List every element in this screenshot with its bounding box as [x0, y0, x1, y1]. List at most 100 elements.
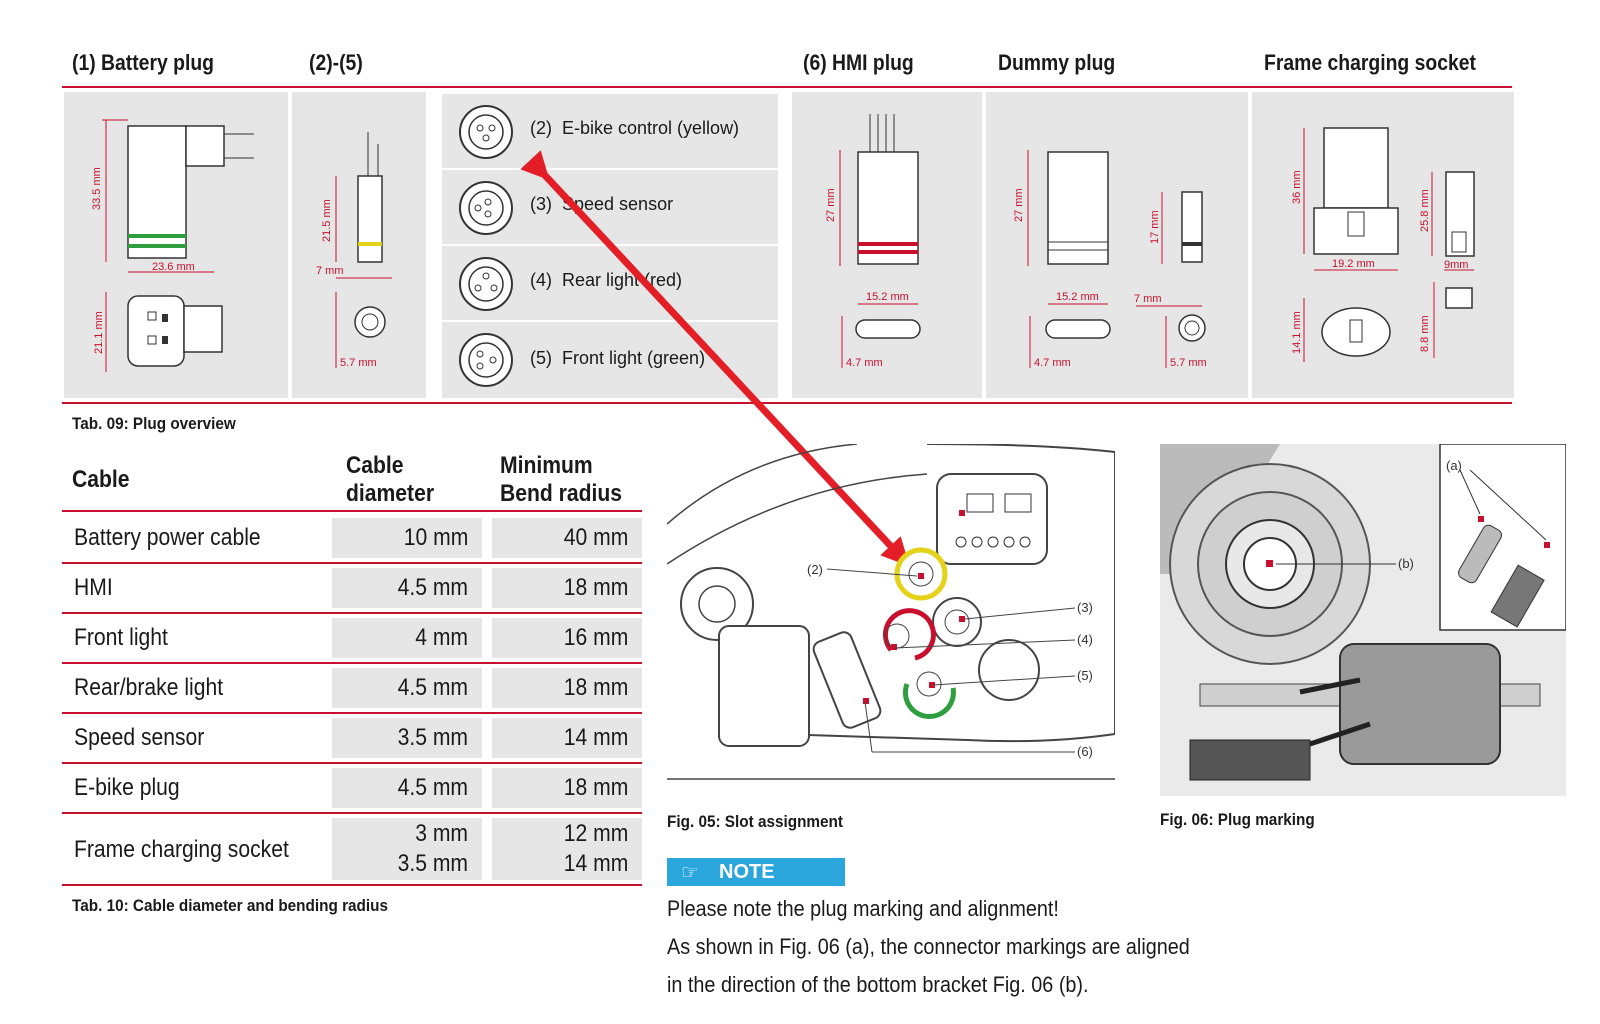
dim-plug-length: 21.5 mm [321, 199, 333, 242]
fig05-callout-2: (2) [807, 562, 823, 577]
dim-frame-pin-length: 25.8 mm [1419, 189, 1431, 232]
fig05-callout-4: (4) [1077, 632, 1093, 647]
dim-dummy-5-7mm: 5.7 mm [1170, 357, 1207, 369]
fig05-slot-assignment: (2) (3) (4) (5) (6) [666, 443, 1116, 794]
dim-dummy-pin-length: 17 mm [1149, 210, 1161, 244]
cable-name: Speed sensor [74, 724, 205, 751]
dim-battery-plug-height: 21.1 mm [93, 311, 105, 354]
dim-frame-width: 19.2 mm [1332, 258, 1375, 270]
cable-table-header-diameter-line2: diameter [346, 480, 435, 507]
dim-battery-height: 33.5 mm [91, 167, 103, 210]
cable-diameter: 4.5 mm [397, 774, 468, 801]
fig06-caption: Fig. 06: Plug marking [1160, 810, 1315, 829]
cable-name: Battery power cable [74, 524, 261, 551]
bend-cell: 18 mm [492, 768, 642, 808]
plug-side-drawing: 21.5 mm 7 mm 5.7 mm [316, 132, 392, 369]
plug-row-2-num: (2) [530, 118, 552, 138]
note-line-2: As shown in Fig. 06 (a), the connector m… [667, 934, 1190, 959]
diameter-cell: 4.5 mm [332, 568, 482, 608]
cable-bend-radius: 14 mm [563, 724, 628, 751]
table-row: Speed sensor 3.5 mm 14 mm [62, 714, 642, 764]
note-label: NOTE [719, 861, 775, 883]
cable-diameter: 3.5 mm [397, 724, 468, 751]
dim-plug-7mm: 7 mm [316, 265, 344, 277]
battery-plug-panel: 33.5 mm 23.6 mm 21.1 mm [62, 92, 288, 398]
cable-table-header-diameter: Cable diameter [346, 452, 434, 508]
header-dummy-plug: Dummy plug [998, 50, 1116, 75]
cable-name: Frame charging socket [74, 836, 289, 863]
dim-dummy-width: 15.2 mm [1056, 291, 1099, 303]
note-line-3: in the direction of the bottom bracket F… [667, 972, 1089, 997]
note-badge: ☞ NOTE [667, 858, 845, 886]
dim-dummy-height: 27 mm [1013, 188, 1025, 222]
cable-diameter: 4 mm [415, 624, 468, 651]
cable-table-header-diameter-line1: Cable [346, 452, 404, 479]
hand-pointer-icon: ☞ [681, 862, 699, 884]
dim-battery-width: 23.6 mm [152, 261, 195, 273]
frame-socket-panel: 36 mm 19.2 mm 14.1 mm 25.8 mm 9mm 8.8 mm [1250, 92, 1514, 398]
dim-plug-5-7mm: 5.7 mm [340, 357, 377, 369]
dim-dummy-thickness: 4.7 mm [1034, 357, 1071, 369]
bend-cell: 18 mm [492, 568, 642, 608]
fig06-callout-b: (b) [1398, 556, 1414, 571]
dim-frame-8-8mm: 8.8 mm [1419, 315, 1431, 352]
tab10-caption: Tab. 10: Cable diameter and bending radi… [72, 896, 388, 915]
table-row: Rear/brake light 4.5 mm 18 mm [62, 664, 642, 714]
cable-diameter: 4.5 mm [397, 674, 468, 701]
cable-bend-radius: 18 mm [563, 674, 628, 701]
cable-name: E-bike plug [74, 774, 180, 801]
bend-cell: 40 mm [492, 518, 642, 558]
dim-frame-9mm: 9mm [1444, 259, 1468, 271]
plug-side-panel: 21.5 mm 7 mm 5.7 mm [290, 92, 426, 398]
fig06-plug-marking: (b) (a) [1160, 444, 1566, 796]
bend-cell: 18 mm [492, 668, 642, 708]
dim-frame-height: 36 mm [1291, 170, 1303, 204]
diameter-cell: 10 mm [332, 518, 482, 558]
dummy-plug-drawing: 27 mm 15.2 mm 4.7 mm 17 mm 7 mm 5.7 mm [1013, 150, 1207, 369]
cable-diameter-alt: 3.5 mm [397, 850, 468, 877]
cable-bend-radius: 16 mm [563, 624, 628, 651]
note-line-1: Please note the plug marking and alignme… [667, 896, 1059, 921]
cable-table-header-rule [62, 510, 642, 512]
cable-bend-radius-alt: 14 mm [563, 850, 628, 877]
header-frame-charging-socket: Frame charging socket [1264, 50, 1476, 75]
cable-diameter: 3 mm [415, 820, 468, 847]
table-row: Battery power cable 10 mm 40 mm [62, 514, 642, 564]
cable-name: HMI [74, 574, 113, 601]
bend-cell: 16 mm [492, 618, 642, 658]
cable-diameter: 4.5 mm [397, 574, 468, 601]
cable-bend-radius: 18 mm [563, 574, 628, 601]
diameter-cell: 3.5 mm [332, 718, 482, 758]
diameter-cell: 4.5 mm [332, 768, 482, 808]
header-plugs-2-5: (2)-(5) [309, 50, 363, 75]
fig05-callout-3: (3) [1077, 600, 1093, 615]
frame-socket-drawing: 36 mm 19.2 mm 14.1 mm 25.8 mm 9mm 8.8 mm [1291, 127, 1475, 362]
cable-diameter: 10 mm [403, 524, 468, 551]
cable-bend-radius: 18 mm [563, 774, 628, 801]
plug-face-icon [459, 181, 513, 235]
diameter-cell: 3 mm 3.5 mm [332, 818, 482, 880]
plug-face-icon [459, 105, 513, 159]
fig06-callout-a: (a) [1446, 458, 1462, 473]
bend-cell: 14 mm [492, 718, 642, 758]
dummy-plug-panel: 27 mm 15.2 mm 4.7 mm 17 mm 7 mm 5.7 mm [984, 92, 1248, 398]
cable-table-header-bend-line2: Bend radius [500, 480, 623, 507]
fig05-callout-6: (6) [1077, 744, 1093, 759]
cable-name: Rear/brake light [74, 674, 224, 701]
top-rule [62, 86, 1512, 88]
table-row: E-bike plug 4.5 mm 18 mm [62, 764, 642, 814]
battery-plug-drawing: 33.5 mm 23.6 mm 21.1 mm [91, 119, 254, 372]
plug-face-icon [459, 333, 513, 387]
cable-bend-radius: 40 mm [563, 524, 628, 551]
table-row: HMI 4.5 mm 18 mm [62, 564, 642, 614]
plug-marking-drawing: (b) (a) [1160, 444, 1566, 796]
plug-face-icon [459, 257, 513, 311]
cable-name: Front light [74, 624, 168, 651]
fig05-caption: Fig. 05: Slot assignment [667, 812, 843, 831]
dim-frame-plug-height: 14.1 mm [1291, 311, 1303, 354]
cable-bend-radius: 12 mm [563, 820, 628, 847]
cable-table-header-bend: Minimum Bend radius [500, 452, 622, 508]
diameter-cell: 4.5 mm [332, 668, 482, 708]
slot-assignment-drawing: (2) (3) (4) (5) (6) [666, 443, 1116, 780]
